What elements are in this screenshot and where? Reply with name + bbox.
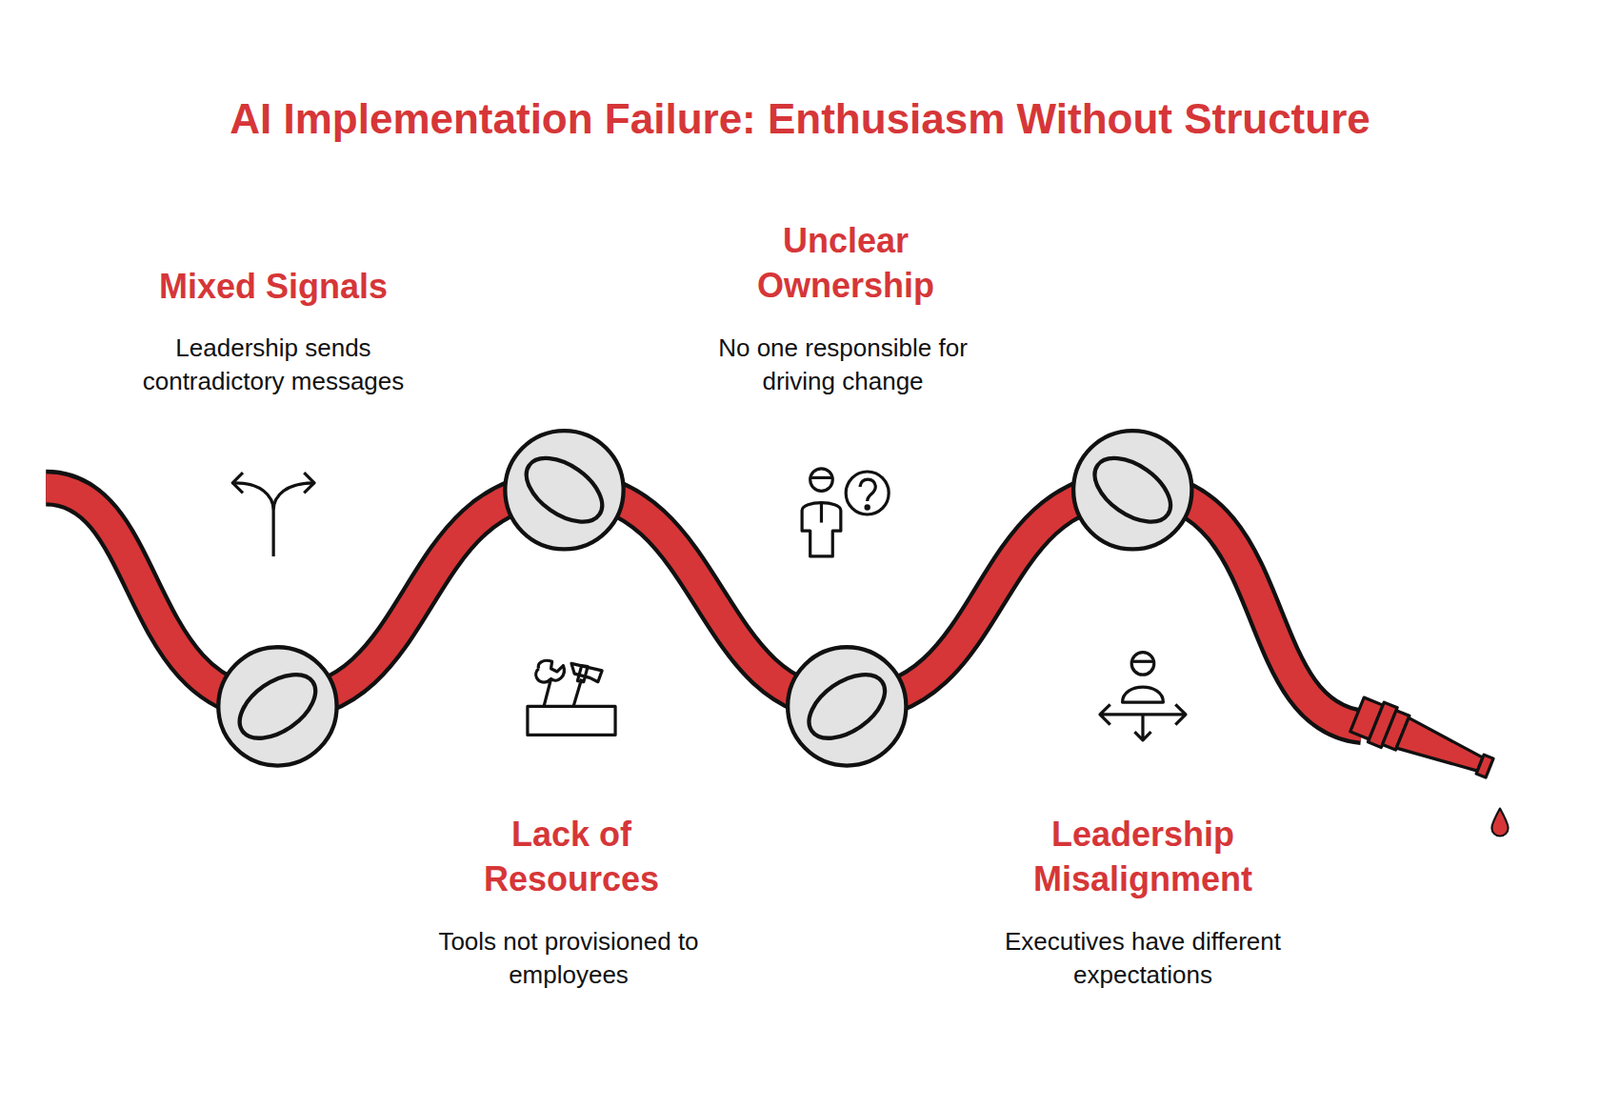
diagram-title: AI Implementation Failure: Enthusiasm Wi… [229, 95, 1370, 143]
nozzle [1349, 694, 1499, 788]
fork-icon [232, 472, 315, 557]
section-description: No one responsible for driving change [685, 331, 1000, 399]
knot [504, 430, 623, 549]
section-heading: Leadership Misalignment [990, 811, 1296, 901]
person-question-icon [801, 468, 889, 557]
section-heading: Mixed Signals [101, 263, 445, 309]
person-arrows-icon [1100, 652, 1186, 740]
knot [218, 646, 337, 765]
knot [1073, 430, 1192, 549]
toolbox-icon [527, 660, 616, 735]
section-description: Leadership sends contradictory messages [116, 331, 431, 399]
section-description: Tools not provisioned to employees [406, 924, 731, 992]
knot [787, 646, 906, 765]
water-drop [1491, 808, 1508, 837]
section-heading: Lack of Resources [438, 811, 705, 901]
section-description: Executives have different expectations [1000, 924, 1286, 992]
section-heading: Unclear Ownership [707, 218, 984, 308]
